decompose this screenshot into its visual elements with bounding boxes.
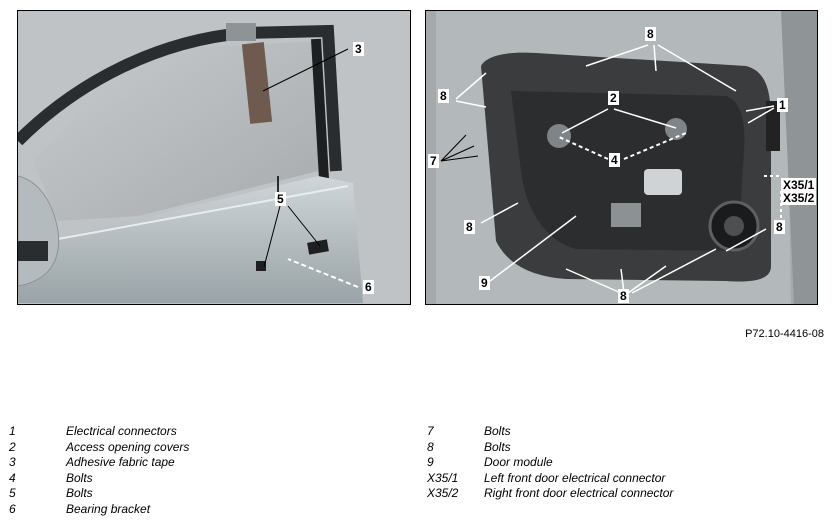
legend-text: Access opening covers xyxy=(66,439,190,454)
legend-number: 3 xyxy=(9,455,16,470)
legend-number: X35/2 xyxy=(427,486,459,501)
legend-number: 7 xyxy=(427,424,434,438)
door-exterior-photo: 3 5 6 xyxy=(17,10,411,305)
legend-number: 9 xyxy=(427,455,434,470)
legend-number: X35/1 xyxy=(427,470,459,485)
callout-2: 2 xyxy=(608,91,619,105)
callout-6: 6 xyxy=(363,280,374,294)
legend-item: 1 Electrical connectors xyxy=(9,424,389,440)
legend-text: Electrical connectors xyxy=(66,424,177,438)
legend-item: 8 Bolts xyxy=(427,440,827,456)
legend-item: 9 Door module xyxy=(427,455,827,471)
callout-x35-2: X35/2 xyxy=(781,191,817,205)
legend-left-column: 1 Electrical connectors 2 Access opening c… xyxy=(9,424,389,518)
legend-text: Adhesive fabric tape xyxy=(66,455,175,470)
legend-item: X35/1 Left front door electrical connecto… xyxy=(427,471,827,487)
callout-7: 7 xyxy=(428,154,439,168)
legend-number: 2 xyxy=(9,439,16,454)
legend-text: Bearing bracket xyxy=(66,501,151,516)
callout-4: 4 xyxy=(609,153,620,167)
figure-reference-code: P72.10-4416-08 xyxy=(745,328,824,340)
legend-item: 4 Bolts xyxy=(9,471,389,487)
callout-x35-1: X35/1 xyxy=(781,178,817,192)
legend-text: Door module xyxy=(484,455,553,470)
legend-item: 3 Adhesive fabric tape xyxy=(9,455,389,471)
door-interior-illustration xyxy=(426,11,817,304)
legend-text: Right front door electrical connector xyxy=(484,486,674,501)
callout-3: 3 xyxy=(353,42,364,56)
door-exterior-illustration xyxy=(18,11,410,304)
callout-8-left: 8 xyxy=(438,89,449,103)
legend-number: 5 xyxy=(9,486,16,501)
legend-number: 8 xyxy=(427,439,434,454)
callout-5: 5 xyxy=(275,192,286,206)
legend-item: 5 Bolts xyxy=(9,486,389,502)
legend-item: 7 Bolts xyxy=(427,424,827,440)
legend-text: Left front door electrical connector xyxy=(484,470,666,485)
legend-item: 6 Bearing bracket xyxy=(9,502,389,518)
legend-item: 2 Access opening covers xyxy=(9,440,389,456)
callout-8-top: 8 xyxy=(645,27,656,41)
callout-9: 9 xyxy=(479,276,490,290)
legend-number: 4 xyxy=(9,470,16,485)
callout-8-bottom: 8 xyxy=(618,289,629,303)
callout-8-right: 8 xyxy=(774,220,785,234)
legend-number: 1 xyxy=(9,424,16,438)
door-interior-photo: 8 8 2 1 7 4 X35/1 X35/2 8 8 9 8 xyxy=(425,10,818,305)
legend-text: Bolts xyxy=(484,424,511,438)
legend-text: Bolts xyxy=(66,470,93,485)
legend-item: X35/2 Right front door electrical connect… xyxy=(427,486,827,502)
legend-number: 6 xyxy=(9,501,16,516)
callout-8-mid: 8 xyxy=(464,220,475,234)
callout-1: 1 xyxy=(777,98,788,112)
legend-text: Bolts xyxy=(66,486,93,501)
legend-text: Bolts xyxy=(484,439,511,454)
